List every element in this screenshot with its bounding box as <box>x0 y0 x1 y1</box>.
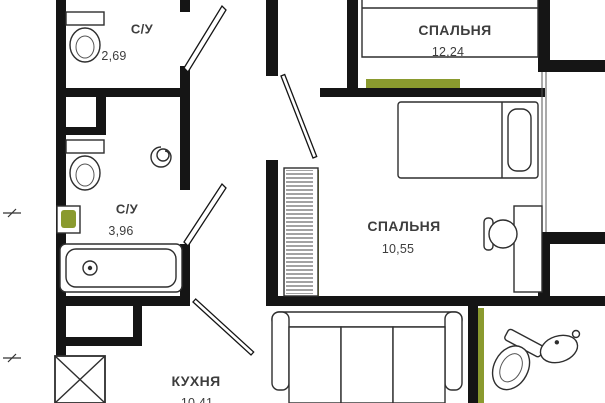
toilet-icon <box>65 139 105 191</box>
door-leaf <box>183 182 227 248</box>
bathtub-icon <box>59 243 183 293</box>
room-label-bedroom-mid: СПАЛЬНЯ <box>367 218 441 234</box>
room-area-bedroom-mid: 10,55 <box>381 242 415 256</box>
room-area-kitchen: 10,41 <box>180 396 214 403</box>
room-area-bath-small: 2,69 <box>101 49 127 63</box>
desk-icon <box>513 205 543 293</box>
room-label-bedroom-top: СПАЛЬНЯ <box>418 22 492 38</box>
sink-icon <box>56 205 81 234</box>
toilet-icon <box>65 11 105 63</box>
bed-top-icon <box>361 0 539 58</box>
drain-spiral-icon <box>150 146 172 168</box>
bathroom-stripe-icon <box>478 308 484 403</box>
door-leaf <box>192 298 255 356</box>
room-label-bath-large: С/У <box>115 201 139 217</box>
sink-icon <box>539 329 581 364</box>
room-area-bedroom-top: 12,24 <box>431 45 465 59</box>
dimension-tick-icon <box>3 353 21 363</box>
radiator-top-icon <box>366 79 460 88</box>
room-label-bath-small: С/У <box>130 21 154 37</box>
bed-icon <box>397 101 539 179</box>
room-area-bath-large: 3,96 <box>108 224 134 238</box>
door-leaf <box>183 4 227 74</box>
wardrobe-icon <box>283 167 319 297</box>
window-x-icon <box>54 355 106 403</box>
sofa-icon <box>271 311 463 403</box>
room-label-kitchen: КУХНЯ <box>171 373 221 389</box>
door-leaf <box>280 73 318 159</box>
chair-icon <box>483 217 518 251</box>
dimension-tick-icon <box>3 208 21 218</box>
toilet-icon <box>491 328 545 391</box>
